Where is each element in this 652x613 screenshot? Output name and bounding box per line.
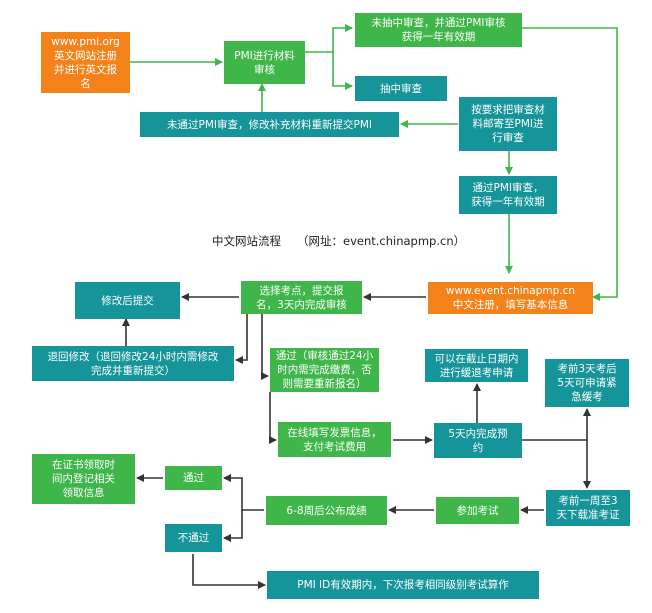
node-passed-audit-label: 通过PMI审查，获得一年有效期 bbox=[471, 182, 545, 208]
node-results-label: 6-8周后公布成绩 bbox=[286, 504, 367, 517]
node-passed-audit: 通过PMI审查，获得一年有效期 bbox=[459, 176, 557, 214]
arrow-pass-to-invoice bbox=[269, 392, 277, 444]
node-invoice-pay-label: 在线填写发票信息，支付考试费用 bbox=[287, 426, 382, 453]
node-book-5days: 5天内完成预约 bbox=[434, 423, 522, 458]
node-fail-label: 不通过 bbox=[177, 532, 210, 544]
arrow-review-to-not-audited bbox=[305, 24, 353, 53]
page-caption: 中文网站流程 （网址：event.chinapmp.cn） bbox=[212, 233, 532, 249]
node-mail-materials-label: 按要求把审查材料邮寄至PMI进行审查 bbox=[471, 104, 545, 144]
node-invoice-pay: 在线填写发票信息，支付考试费用 bbox=[278, 422, 391, 457]
node-take-exam: 参加考试 bbox=[436, 497, 519, 524]
arrow-results-to-fail bbox=[223, 510, 243, 542]
node-modify-resubmit: 修改后提交 bbox=[75, 282, 180, 319]
node-pass-label: 通过 bbox=[183, 472, 204, 484]
node-returned: 退回修改（退回修改24小时内需修改完成并重新提交） bbox=[32, 346, 234, 381]
node-certificate: 在证书领取时间内登记相关领取信息 bbox=[32, 454, 135, 504]
node-resubmit-label: 未通过PMI审查，修改补充材料重新提交PMI bbox=[167, 118, 372, 131]
arrow-review-to-audited bbox=[332, 52, 353, 90]
arrow-choose-to-returned bbox=[235, 314, 248, 364]
node-fail: 不通过 bbox=[165, 524, 222, 552]
node-modify-resubmit-label: 修改后提交 bbox=[101, 294, 154, 307]
node-defer: 可以在截止日期内进行缓退考申请 bbox=[425, 349, 528, 382]
node-defer-label: 可以在截止日期内进行缓退考申请 bbox=[434, 352, 519, 379]
caption-title: 中文网站流程 bbox=[212, 234, 281, 248]
node-pass-pay: 通过（审核通过24小时内需完成缴费，否则需要重新报名） bbox=[270, 348, 379, 392]
node-results: 6-8周后公布成绩 bbox=[266, 496, 387, 525]
node-certificate-label: 在证书领取时间内登记相关领取信息 bbox=[52, 459, 115, 499]
arrow-fail-to-retake bbox=[192, 554, 266, 589]
node-retake-label: PMI ID有效期内，下次报考相同级别考试算作 bbox=[297, 579, 509, 591]
node-choose-site-label: 选择考点，提交报名，3天内完成审核 bbox=[256, 284, 347, 311]
node-book-5days-label: 5天内完成预约 bbox=[448, 427, 508, 454]
arrow-not-audited-to-cn-site bbox=[522, 27, 618, 301]
node-mail-materials: 按要求把审查材料邮寄至PMI进行审查 bbox=[459, 97, 557, 151]
node-choose-site: 选择考点，提交报名，3天内完成审核 bbox=[241, 281, 362, 314]
arrow-results-to-pass bbox=[223, 474, 264, 511]
node-audited: 抽中审查 bbox=[355, 76, 447, 101]
node-take-exam-label: 参加考试 bbox=[456, 504, 499, 517]
node-not-audited-label: 未抽中审查，并通过PMI审核获得一年有效期 bbox=[371, 17, 506, 43]
node-resubmit: 未通过PMI审查，修改补充材料重新提交PMI bbox=[140, 112, 399, 137]
node-not-audited: 未抽中审查，并通过PMI审核获得一年有效期 bbox=[355, 13, 522, 47]
arrow-choose-to-pass-pay bbox=[261, 314, 269, 380]
caption-url: （网址：event.chinapmp.cn） bbox=[297, 234, 466, 248]
node-pass-pay-label: 通过（审核通过24小时内需完成缴费，否则需要重新报名） bbox=[275, 350, 374, 390]
node-pmi-review: PMI进行材料审核 bbox=[224, 41, 305, 84]
node-pmi-review-label: PMI进行材料审核 bbox=[234, 49, 295, 76]
node-retake: PMI ID有效期内，下次报考相同级别考试算作 bbox=[267, 571, 539, 599]
node-returned-label: 退回修改（退回修改24小时内需修改完成并重新提交） bbox=[47, 350, 219, 377]
node-audited-label: 抽中审查 bbox=[380, 82, 422, 95]
node-pass: 通过 bbox=[165, 466, 222, 490]
arrow-book-to-urgent bbox=[522, 408, 591, 441]
